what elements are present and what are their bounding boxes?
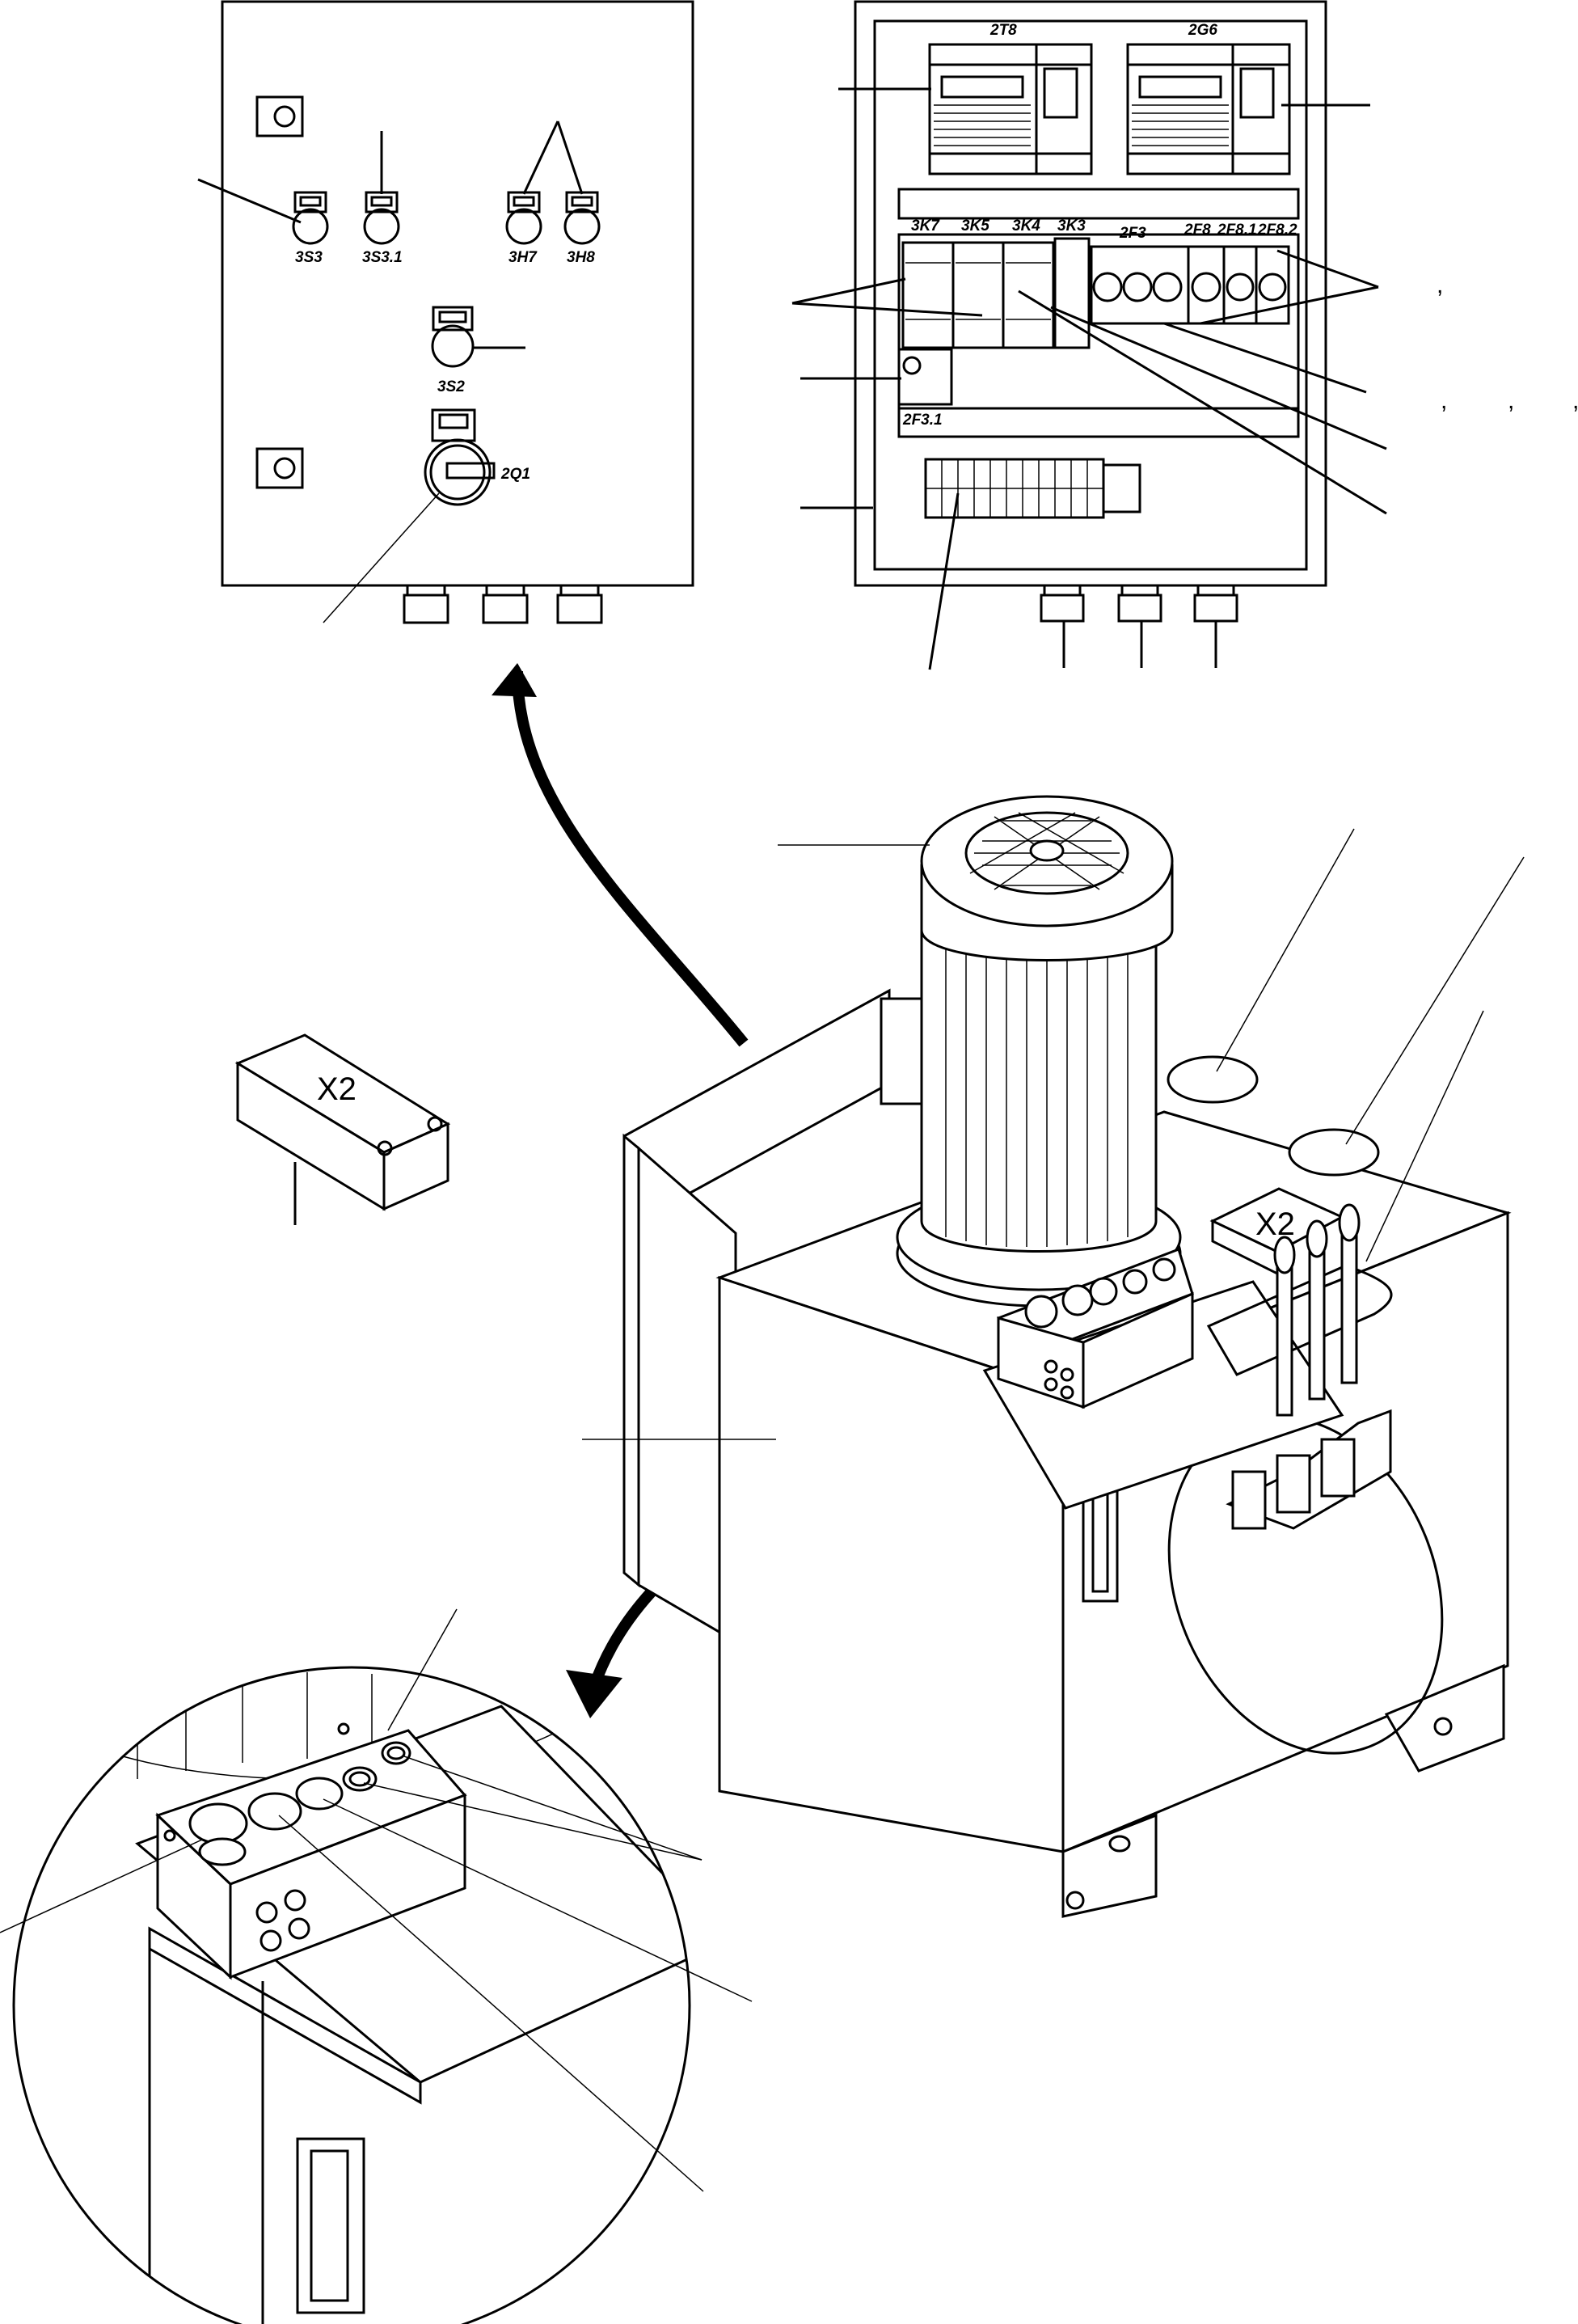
label-3h8: 3H8 [567, 249, 595, 266]
front-panel: 3S3 3S3.1 3H7 3H8 3S2 2Q1 [197, 0, 694, 624]
mounting-hole-bottom [255, 447, 304, 489]
control-station [982, 1248, 1344, 1510]
label-3k7: 3K7 [911, 218, 940, 235]
label-2f8-1: 2F8.1 [1217, 222, 1257, 239]
cabinet-leader-lines [791, 87, 1387, 670]
label-2t8: 2T8 [989, 22, 1017, 39]
din-rail-area [897, 233, 1300, 438]
unit-leader-lines [582, 828, 1525, 1440]
junction-box-x2: X2 [234, 1033, 451, 1225]
motor-fins [945, 946, 1129, 1247]
cabinet: 2T8 2G6 3K7 3K5 3K4 3K3 [791, 0, 1578, 670]
cable-duct [897, 188, 1300, 220]
junction-box-label: X2 [317, 1071, 357, 1107]
mounting-hole-top [255, 95, 304, 137]
label-2f8: 2F8 [1184, 222, 1211, 239]
label-3s3: 3S3 [295, 249, 323, 266]
lamp-3h7 [505, 191, 542, 245]
label-3k5: 3K5 [961, 218, 989, 235]
panel-leader-lines [197, 120, 584, 623]
valve-levers [1206, 1203, 1393, 1530]
motor-protection-breaker [897, 348, 953, 406]
callout-mark-1: , [1437, 272, 1443, 298]
switch-3s3 [292, 191, 329, 245]
label-2q1: 2Q1 [500, 466, 530, 483]
unit-x2-label: X2 [1255, 1206, 1295, 1242]
label-2f3-1: 2F3.1 [902, 412, 943, 429]
transformer-2t8 [928, 43, 1093, 175]
label-3k3: 3K3 [1057, 218, 1086, 235]
callout-mark-2: , [1441, 387, 1447, 414]
switch-3s3-1 [363, 191, 400, 245]
label-2f8-2: 2F8.2 [1257, 222, 1297, 239]
contactors [901, 237, 1091, 349]
label-2g6: 2G6 [1188, 22, 1217, 39]
cable-glands-panel [403, 584, 603, 624]
label-3h7: 3H7 [508, 249, 538, 266]
detail-view [0, 1608, 753, 2324]
transformer-2g6 [1126, 43, 1291, 175]
lamp-3h8 [563, 191, 601, 245]
main-switch-2q1 [424, 408, 496, 506]
terminal-block [924, 458, 1141, 519]
button-3s2 [431, 306, 475, 368]
detail-leader-lines [0, 1608, 753, 2192]
label-3s2: 3S2 [437, 378, 465, 395]
hydraulic-power-unit: X2 [582, 795, 1525, 1918]
arrow-to-panel [492, 663, 749, 1047]
label-3k4: 3K4 [1012, 218, 1040, 235]
label-3s3-1: 3S3.1 [362, 249, 403, 266]
label-2f3: 2F3 [1119, 225, 1146, 242]
callout-mark-3: , [1508, 387, 1514, 414]
circuit-breakers [1090, 245, 1290, 325]
callout-mark-4: , [1572, 387, 1578, 414]
cable-glands-cabinet [1040, 584, 1238, 623]
